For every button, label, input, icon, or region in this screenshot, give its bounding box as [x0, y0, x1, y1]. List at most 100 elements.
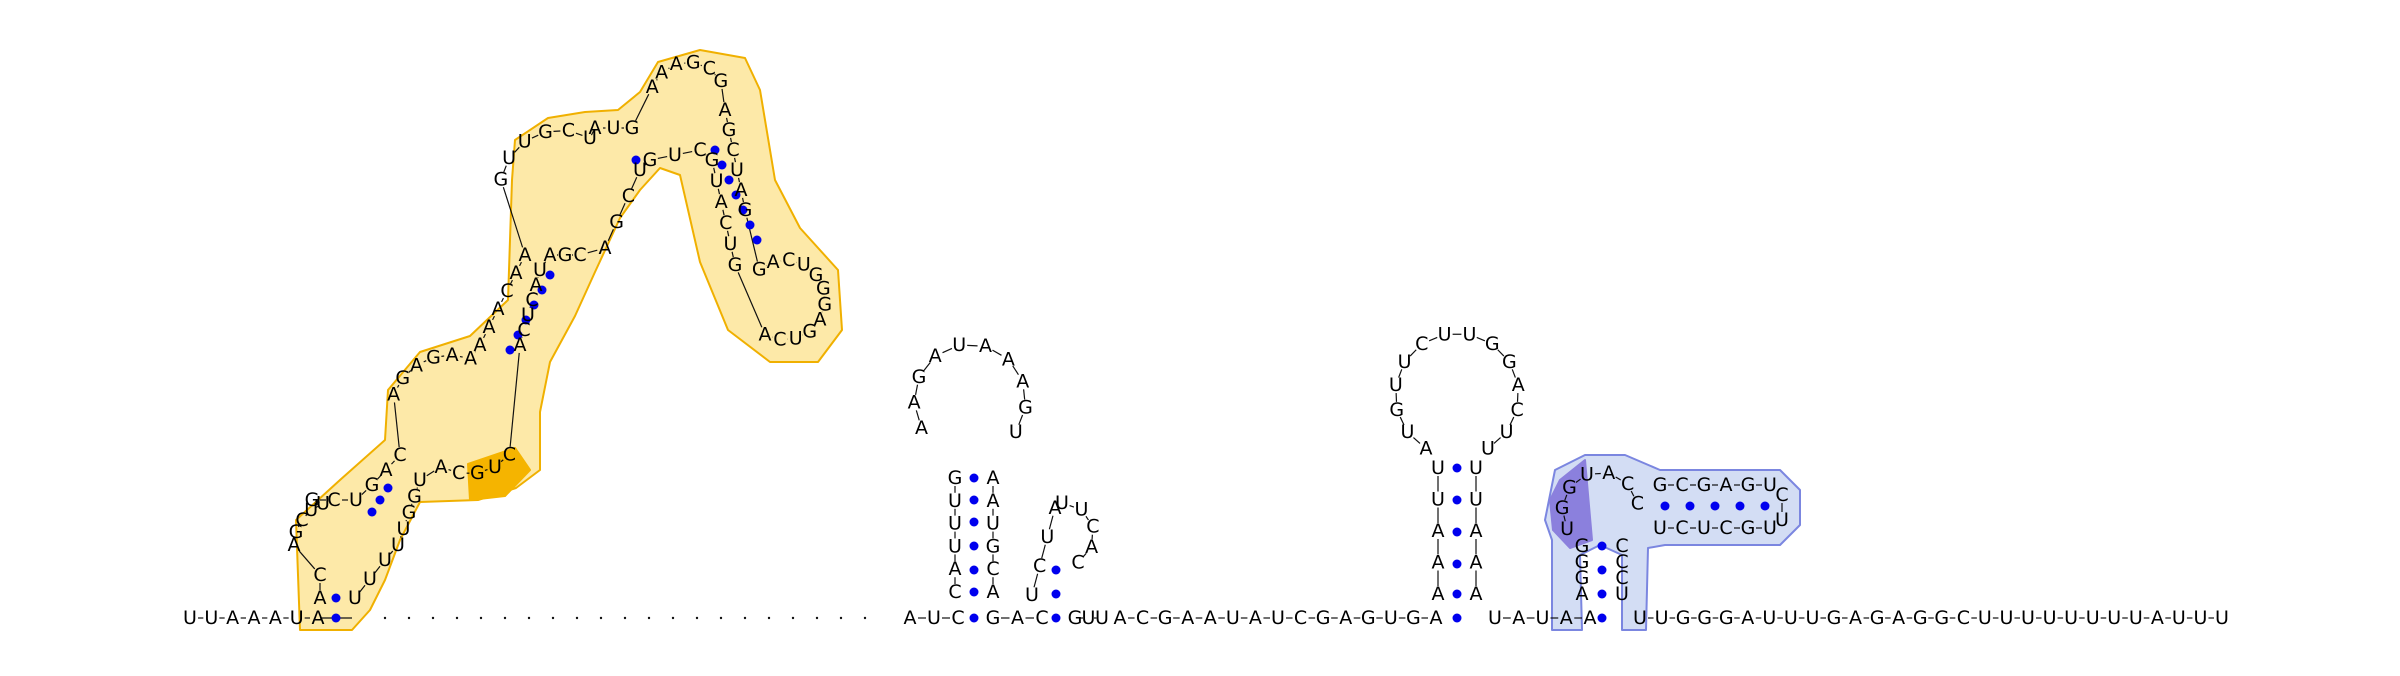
base-pair-dot [752, 235, 762, 245]
backbone-segment [1409, 349, 1417, 357]
nucleotide: A [589, 117, 602, 139]
base-pair-dots [331, 145, 1770, 623]
nucleotide: A [314, 587, 327, 609]
nucleotide: A [1085, 536, 1098, 558]
backbone-segment [737, 272, 763, 328]
nucleotide: A [719, 99, 732, 121]
nucleotide: G [494, 169, 509, 191]
base-pair-dot [1452, 613, 1462, 623]
backbone-segment [500, 459, 504, 463]
base-pair-dot [969, 613, 979, 623]
backbone-segment [298, 550, 316, 570]
nucleotide: A [735, 179, 748, 201]
nucleotide: U [1398, 351, 1412, 373]
backbone-segment [1563, 515, 1566, 522]
backbone-segment [915, 410, 920, 421]
nucleotide: U [2107, 607, 2121, 629]
backbone-segment [1564, 494, 1568, 501]
nucleotide: A [987, 490, 1000, 512]
nucleotide: U [2064, 607, 2078, 629]
nucleotide: U [2021, 607, 2035, 629]
nucleotide: G [1676, 607, 1691, 629]
base-pair-dot [375, 495, 385, 505]
nucleotide: U [1655, 607, 1669, 629]
nucleotide: U [1400, 421, 1414, 443]
nucleotide: A [1560, 607, 1573, 629]
unpaired-gap-dot [839, 616, 843, 620]
nucleotide: C [503, 444, 516, 466]
nucleotide: U [1462, 323, 1476, 345]
nucleotide: G [609, 211, 624, 233]
nucleotide: G [365, 474, 380, 496]
backbone-segment [361, 490, 367, 495]
nucleotide: G [470, 462, 485, 484]
nucleotide: U [1469, 457, 1483, 479]
nucleotide: C [562, 120, 575, 142]
nucleotide: U [633, 159, 647, 181]
nucleotide: A [530, 274, 543, 296]
nucleotide: U [583, 127, 597, 149]
backbone-segment [656, 79, 658, 81]
backbone-segment [717, 188, 721, 195]
backbone-segment [923, 362, 931, 371]
backbone-segment [509, 352, 520, 447]
backbone-segment [396, 384, 400, 388]
nucleotide: G [407, 485, 422, 507]
backbone-segment [726, 230, 730, 237]
nucleotide: U [2172, 607, 2186, 629]
nucleotide: U [927, 607, 941, 629]
nucleotide: A [1470, 583, 1483, 605]
backbone-segment [722, 209, 725, 216]
backbone-lines [198, 62, 2214, 620]
nucleotide: A [715, 191, 728, 213]
nucleotide: U [1763, 517, 1777, 539]
nucleotide: C [726, 139, 739, 161]
nucleotide: A [410, 354, 423, 376]
backbone-segment [741, 197, 745, 203]
backbone-segment [713, 167, 716, 174]
nucleotide: A [1249, 607, 1262, 629]
nucleotide: A [1576, 583, 1589, 605]
nucleotide: U [1775, 509, 1789, 531]
nucleotide: G [714, 70, 729, 92]
nucleotide: A [987, 467, 1000, 489]
nucleotide: A [987, 581, 1000, 603]
backbone-segment [1018, 414, 1024, 425]
nucleotide: C [1415, 333, 1428, 355]
base-pair-dot [631, 155, 641, 165]
nucleotide: A [269, 607, 282, 629]
backbone-segment [1476, 336, 1486, 342]
base-pair-dot [1452, 495, 1462, 505]
nucleotide: C [948, 581, 961, 603]
nucleotide: C [773, 329, 786, 351]
base-pair-dot [545, 270, 555, 280]
base-pair-dot [969, 587, 979, 597]
nucleotide: U [730, 159, 744, 181]
base-pair-dot [745, 220, 755, 230]
base-pair-dot [1597, 613, 1607, 623]
nucleotide: U [348, 587, 362, 609]
nucleotide: U [363, 568, 377, 590]
nucleotide: U [349, 489, 363, 511]
nucleotide: U [1560, 518, 1574, 540]
nucleotide: U [1488, 607, 1502, 629]
nucleotide: G [1719, 607, 1734, 629]
nucleotide: U [1615, 583, 1629, 605]
nucleotide: U [948, 535, 962, 557]
unpaired-gap-dot [815, 616, 819, 620]
nucleotide: U [789, 328, 803, 350]
nucleotide: G [912, 366, 927, 388]
nucleotide: A [655, 62, 668, 84]
backbone-segment [315, 505, 319, 509]
nucleotide: G [1562, 476, 1577, 498]
nucleotide: C [1033, 555, 1046, 577]
backbone-segment [1082, 552, 1087, 558]
nucleotide: G [1653, 474, 1668, 496]
nucleotide: C [782, 249, 795, 271]
nucleotide: A [599, 237, 612, 259]
nucleotide: U [1040, 526, 1054, 548]
nucleotide: A [248, 607, 261, 629]
nucleotide: A [904, 607, 917, 629]
nucleotide: C [1957, 607, 1970, 629]
nucleotide: A [1512, 607, 1525, 629]
